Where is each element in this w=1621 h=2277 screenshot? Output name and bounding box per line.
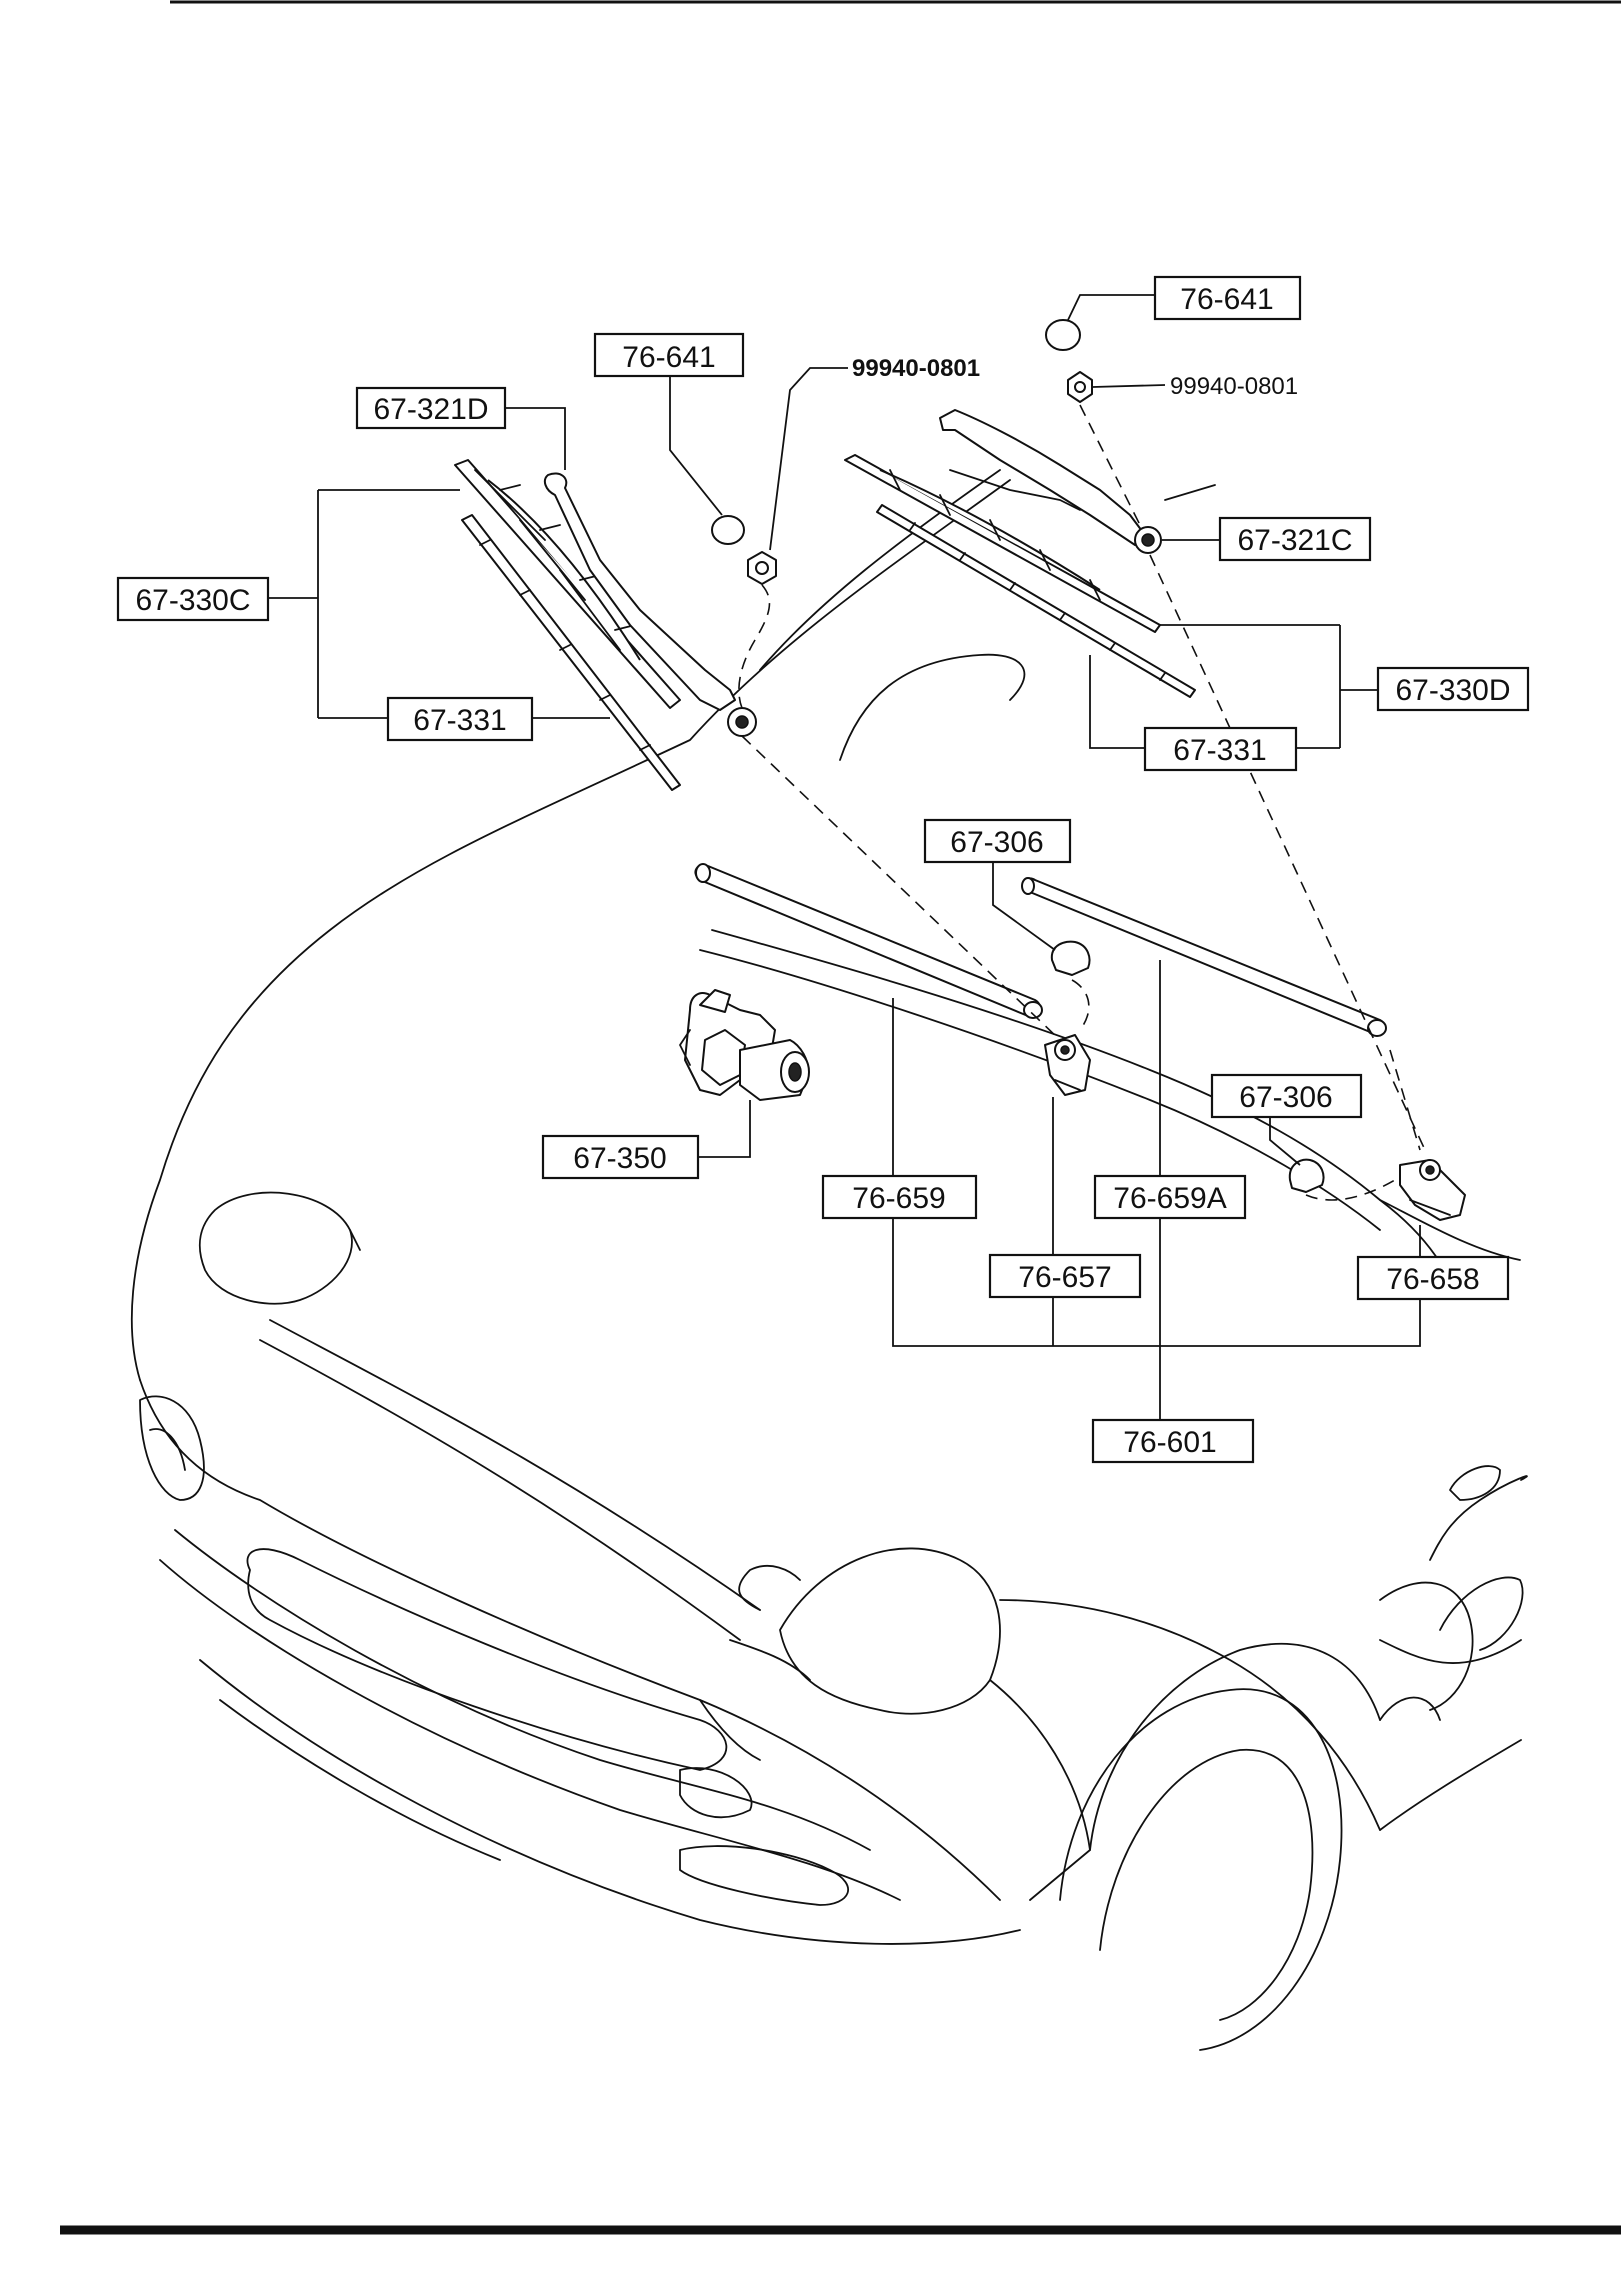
svg-text:76-659: 76-659 — [852, 1182, 945, 1215]
left-nut — [747, 551, 777, 585]
right-nut — [1067, 371, 1093, 403]
label-76-658: 76-658 — [1356, 1255, 1510, 1301]
svg-text:76-601: 76-601 — [1123, 1426, 1216, 1459]
label-nut-left: 99940-0801 — [852, 355, 980, 382]
svg-text:67-331: 67-331 — [413, 704, 506, 737]
right-wiper-arm — [939, 409, 1162, 554]
label-76-659: 76-659 — [821, 1174, 978, 1220]
label-67-321c: 67-321C — [1218, 516, 1372, 562]
svg-text:67-330C: 67-330C — [135, 584, 250, 617]
svg-text:76-657: 76-657 — [1018, 1261, 1111, 1294]
svg-text:67-350: 67-350 — [573, 1142, 666, 1175]
svg-text:67-306: 67-306 — [950, 826, 1043, 859]
label-76-659a: 76-659A — [1093, 1174, 1247, 1220]
label-67-331-right: 67-331 — [1143, 726, 1298, 772]
label-76-601: 76-601 — [1091, 1418, 1255, 1464]
label-67-350: 67-350 — [541, 1134, 700, 1180]
right-wiper-refill — [876, 504, 1196, 698]
svg-text:76-641: 76-641 — [622, 341, 715, 374]
left-wiper-arm — [543, 472, 757, 737]
pivot-left — [1044, 1034, 1091, 1096]
right-wiper-blade — [844, 454, 1161, 633]
label-67-306-right: 67-306 — [1210, 1073, 1363, 1119]
leader-lines — [268, 294, 1421, 1420]
pivot-cap-upper — [1050, 940, 1091, 976]
label-67-321d: 67-321D — [355, 386, 507, 430]
svg-text:76-659A: 76-659A — [1113, 1182, 1226, 1215]
label-76-657: 76-657 — [988, 1253, 1142, 1299]
car-body-outline — [130, 469, 1528, 2051]
linkage-rod-left — [694, 863, 1043, 1019]
wiper-motor — [679, 989, 810, 1101]
label-nut-right: 99940-0801 — [1170, 373, 1298, 400]
pivot-right — [1399, 1159, 1466, 1221]
svg-text:67-321D: 67-321D — [373, 393, 488, 426]
left-wiper-refill — [461, 514, 681, 791]
left-wiper-blade — [454, 459, 681, 709]
assembly-dashes — [738, 404, 1426, 1201]
svg-text:67-330D: 67-330D — [1395, 674, 1510, 707]
svg-text:67-331: 67-331 — [1173, 734, 1266, 767]
linkage-rod-right — [1021, 877, 1387, 1037]
svg-text:67-306: 67-306 — [1239, 1081, 1332, 1114]
right-arm-cap — [1045, 319, 1081, 351]
label-76-641-left: 76-641 — [593, 332, 745, 378]
label-67-330c: 67-330C — [116, 576, 270, 622]
svg-text:67-321C: 67-321C — [1237, 524, 1352, 557]
left-arm-cap — [711, 515, 745, 545]
svg-text:76-641: 76-641 — [1180, 283, 1273, 316]
pivot-cap-lower — [1288, 1158, 1325, 1193]
right-arm-stub — [1164, 484, 1216, 501]
label-67-331-left: 67-331 — [386, 696, 534, 742]
label-76-641-top: 76-641 — [1153, 275, 1302, 321]
svg-text:76-658: 76-658 — [1386, 1263, 1479, 1296]
label-67-306-top: 67-306 — [923, 818, 1072, 864]
label-67-330d: 67-330D — [1376, 666, 1530, 712]
